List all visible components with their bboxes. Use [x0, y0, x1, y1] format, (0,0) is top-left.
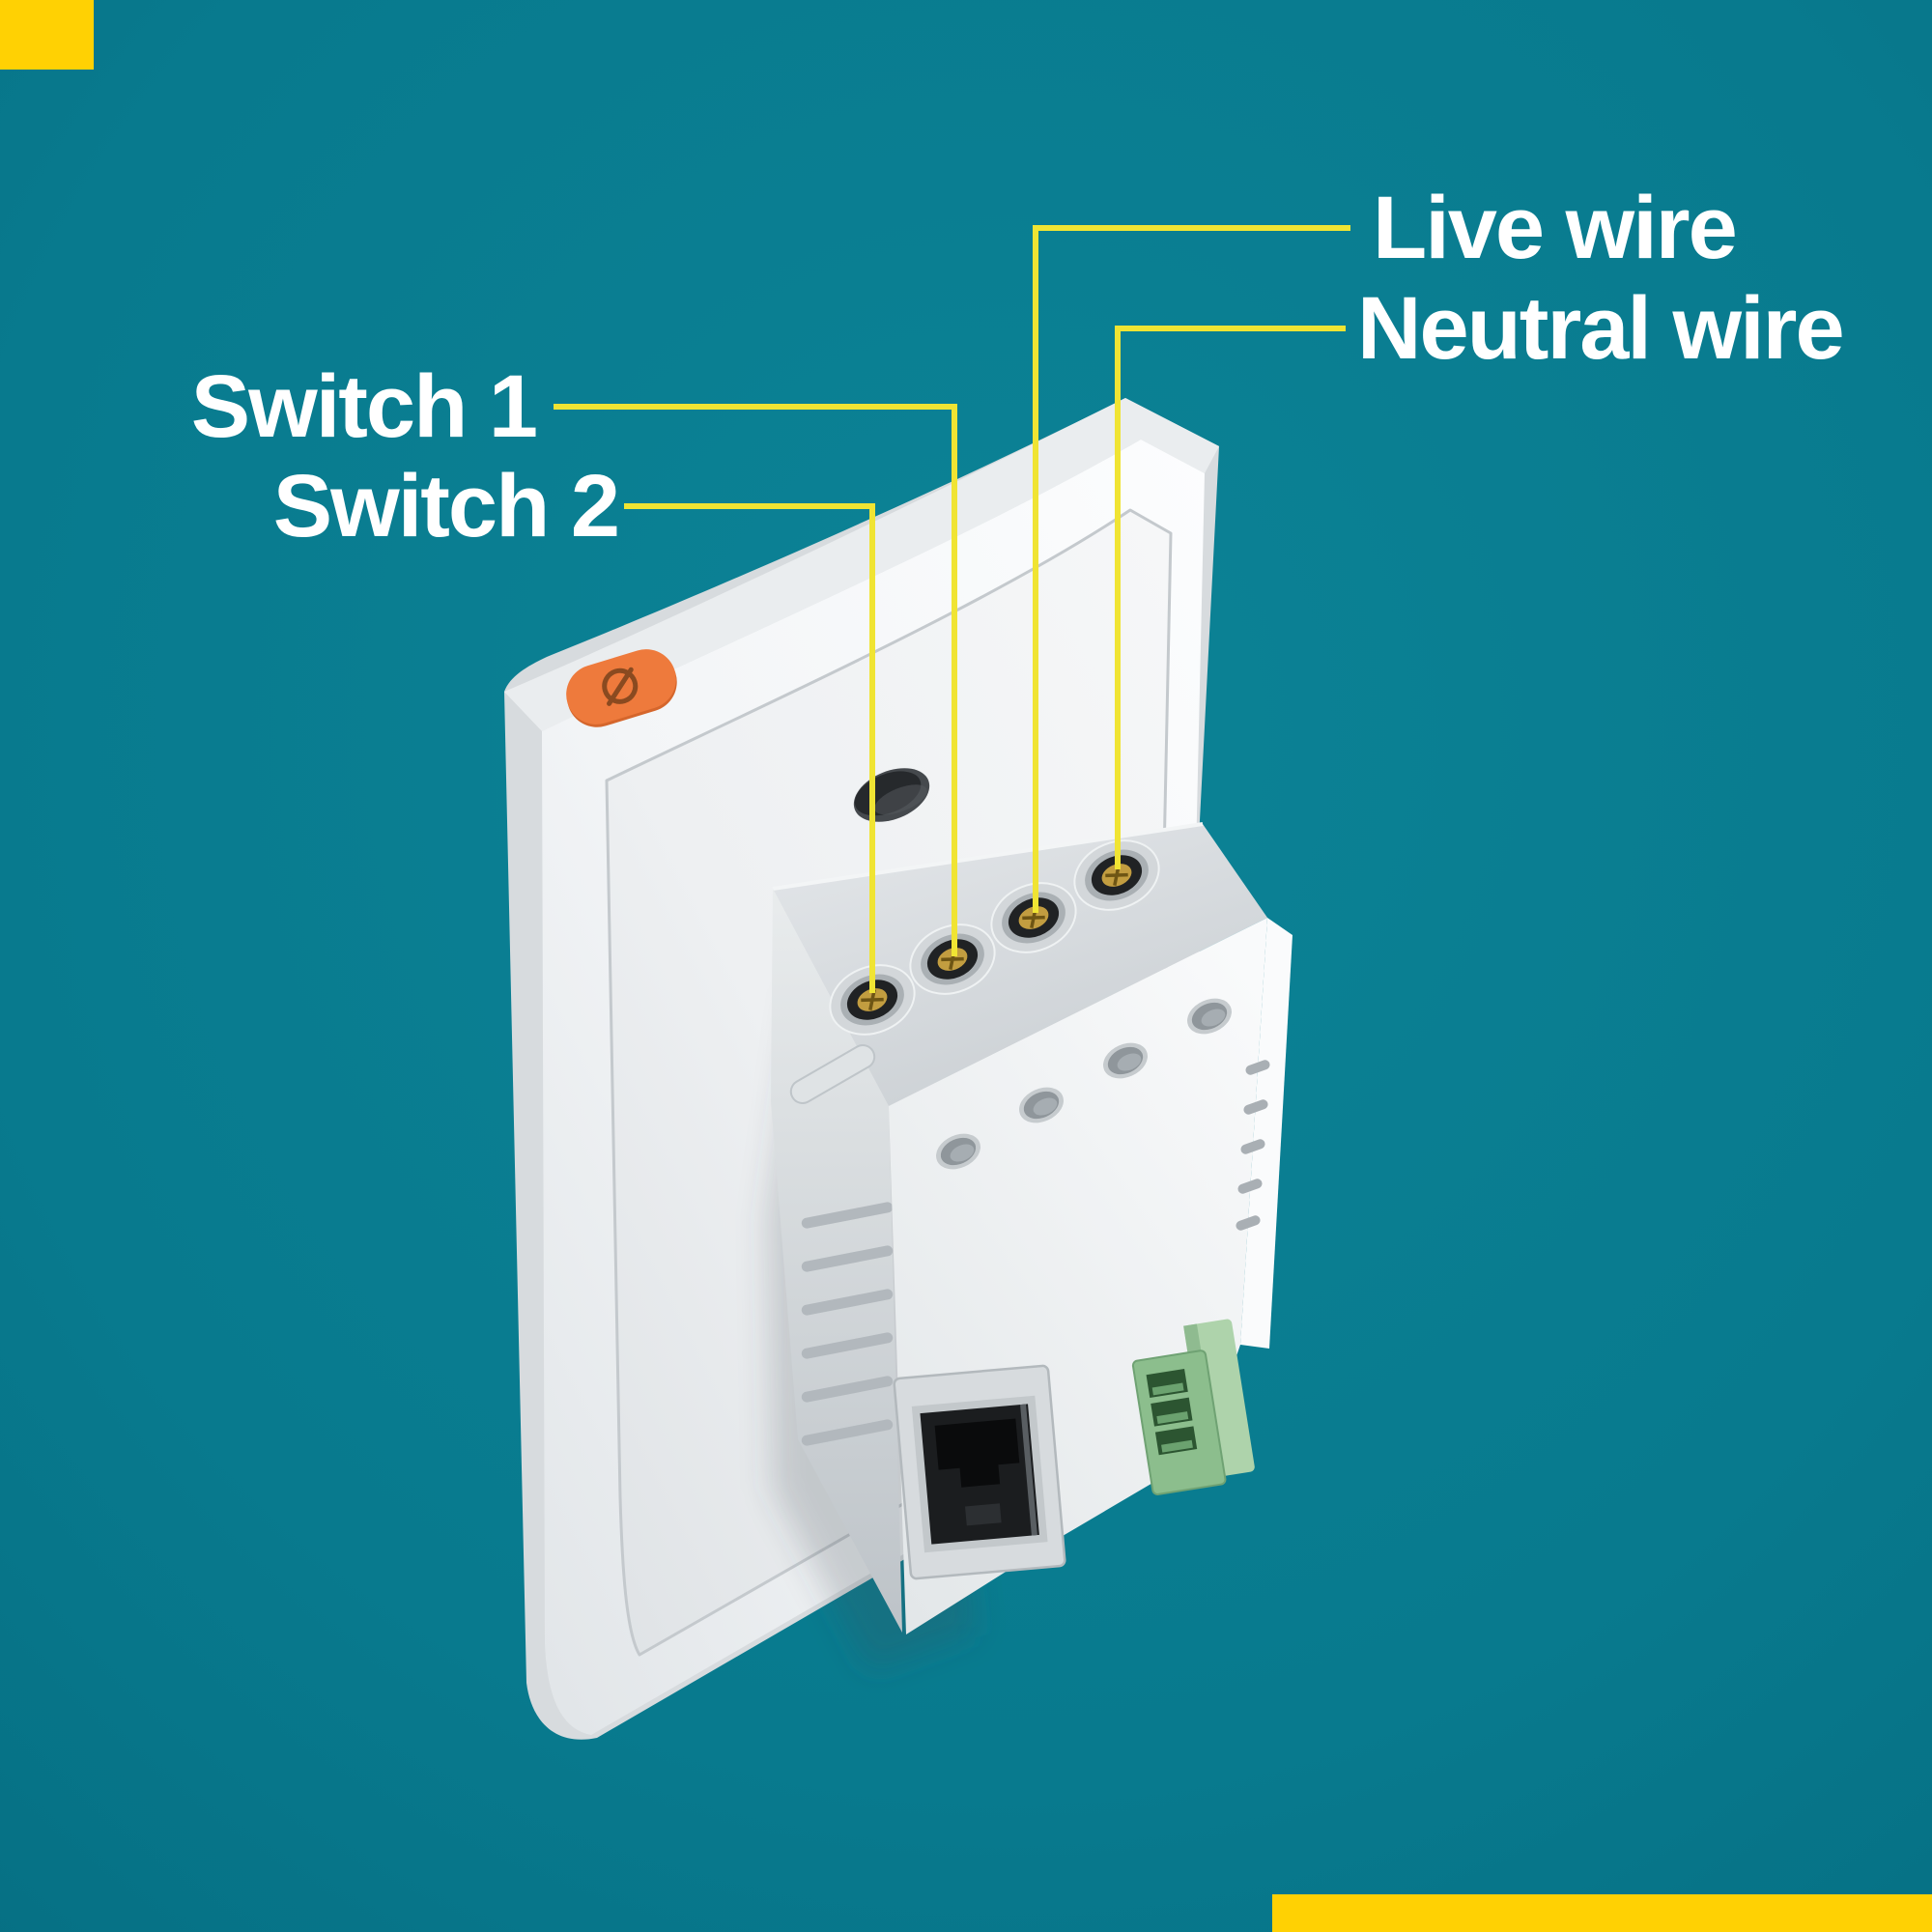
label-neutral-wire: Neutral wire — [1357, 279, 1845, 378]
plate-recess-panel — [605, 508, 1177, 1657]
leader-line-switch-2 — [624, 503, 875, 993]
yellow-corner-block-top-left — [0, 0, 94, 70]
module-top-edge-highlight — [772, 822, 1204, 891]
vent-slats — [801, 1202, 894, 1446]
relay-module — [768, 822, 1293, 1671]
screw-terminal-2 — [909, 923, 996, 995]
screw-terminal-1 — [829, 964, 916, 1036]
label-switch-2: Switch 2 — [272, 457, 620, 555]
label-live-wire: Live wire — [1373, 179, 1738, 277]
screw-terminal-3 — [990, 882, 1077, 953]
rj45-port — [893, 1364, 1066, 1580]
yellow-corner-block-bottom-right — [1272, 1894, 1932, 1932]
leader-line-neutral-wire — [1115, 326, 1346, 869]
module-right-face — [1240, 918, 1293, 1349]
mounting-tab — [789, 1044, 876, 1104]
screw-terminal-4 — [1073, 839, 1160, 911]
terminal-block-holes — [1146, 1369, 1198, 1456]
label-switch-1: Switch 1 — [190, 357, 538, 456]
leader-line-live-wire — [1033, 225, 1350, 913]
orange-button — [566, 649, 677, 727]
green-terminal-block — [1131, 1319, 1255, 1495]
right-vent-notches — [1236, 1060, 1270, 1231]
circle-slash-icon — [602, 667, 639, 706]
leader-line-switch-1 — [554, 404, 957, 956]
plate-top-band — [504, 398, 1219, 731]
screw-access-holes — [936, 998, 1232, 1170]
